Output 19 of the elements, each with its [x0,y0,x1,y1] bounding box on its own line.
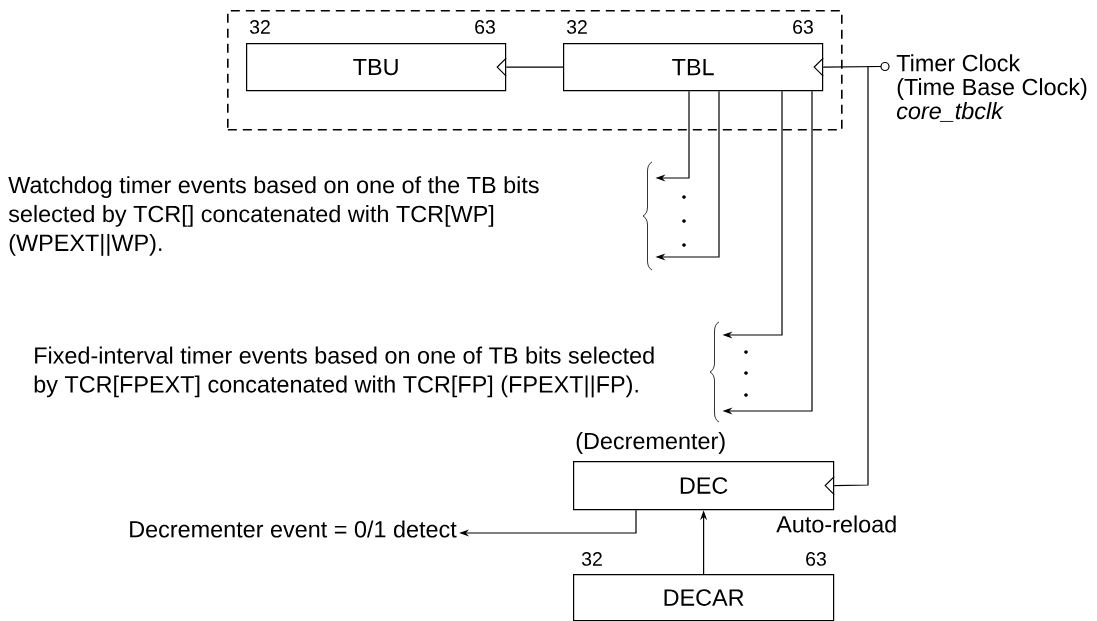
event-label: Decrementer event = 0/1 detect [130,520,457,538]
arrow [496,57,564,77]
annotation-label: Auto-reload [776,515,896,533]
bit-number: 63 [793,20,813,34]
register-box: TBL [563,43,824,92]
description-text: Watchdog timer events based on one of the TB bits selected by TCR[] concatenated with TCR[WP] (WPEXT||WP). [8,176,539,256]
clock-input-label: Timer Clock (Time Base Clock) core_tbclk [896,54,1087,122]
bit-number: 32 [566,20,587,34]
arrow [824,65,882,496]
bit-number: 32 [581,552,602,566]
register-box: TBU [246,43,507,92]
register-caption: (Decrementer) [576,432,725,454]
bit-number: 63 [475,20,495,34]
register-box: DECAR [573,574,835,621]
description-text: Fixed-interval timer events based on one of TB bits selected by TCR[FPEXT] concatenated with TCR[FP] (FPEXT||FP). [34,346,654,398]
bit-number: 63 [806,552,826,566]
register-box: DEC [573,461,835,511]
group-outline [227,10,843,131]
bit-number: 32 [249,20,270,34]
